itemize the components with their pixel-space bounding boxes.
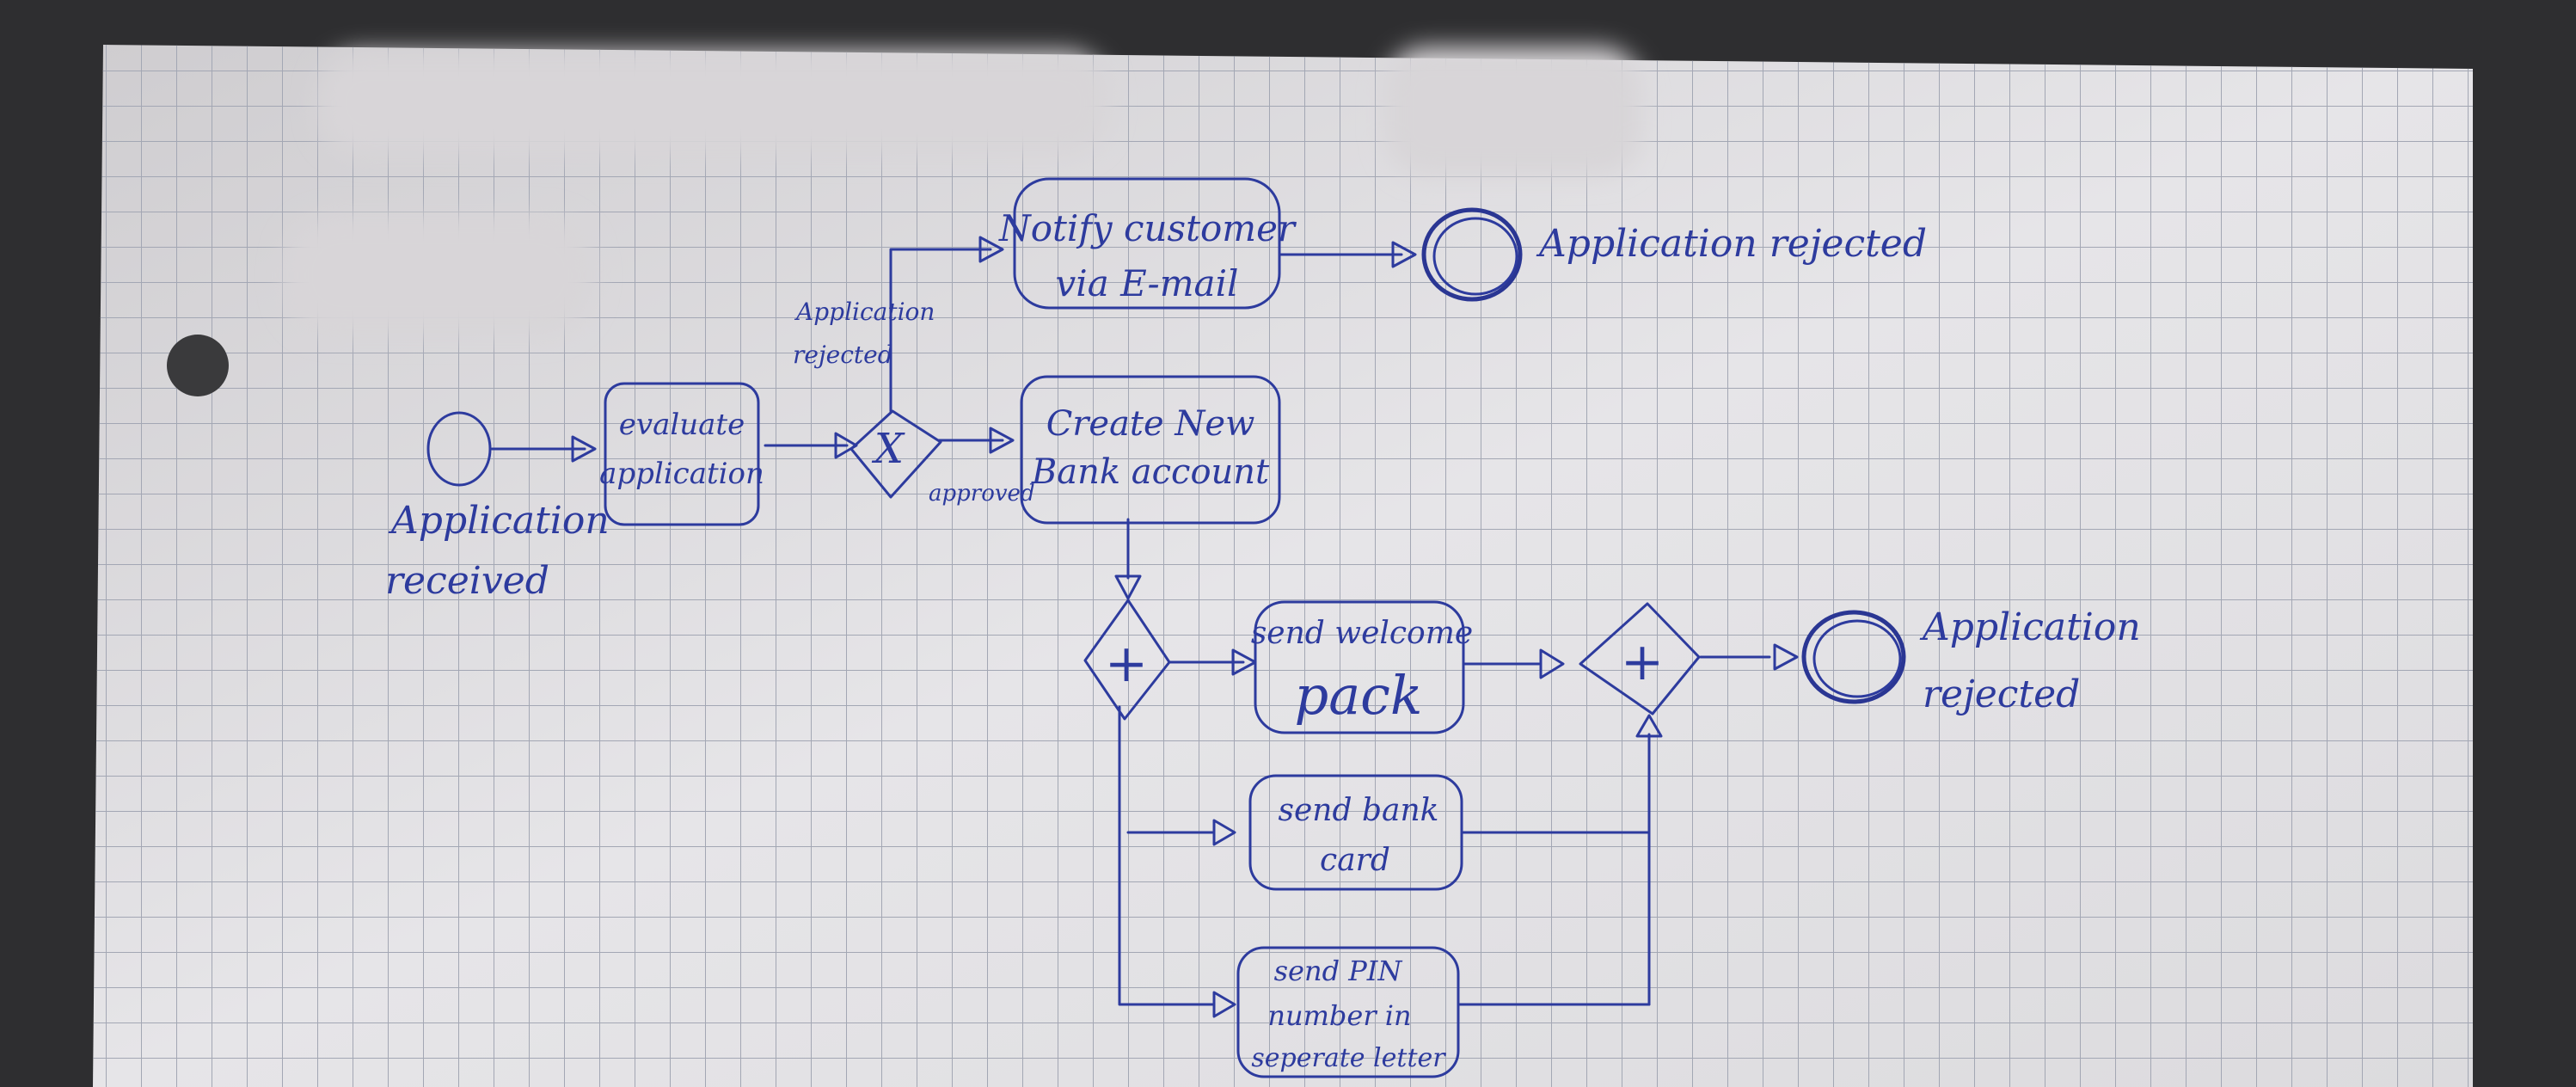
task-send-pin [1236,946,1460,1078]
task-notify-customer [1013,177,1281,310]
task-bank-card-line1: send bank [1279,793,1439,828]
flow-label-rejected-line1: Application [794,298,935,326]
task-create-bank-account [1020,375,1281,525]
task-send-bank-card [1248,774,1463,891]
start-event-label-line2: received [385,559,549,603]
and-split-gateway [1083,599,1171,721]
task-evaluate-application [604,382,760,526]
and-join-gateway [1579,602,1701,715]
end-event-bottom-label-line1: Application [1919,605,2141,649]
task-pin-line3: seperate letter [1251,1043,1446,1073]
task-pin-line1: send PIN [1274,955,1403,987]
end-event-rejected-top [1421,207,1523,302]
sequence-flows [490,236,1799,1018]
grid-lines [93,45,2473,1087]
task-welcome-line2: pack [1295,664,1423,727]
flow-label-approved: approved [929,481,1035,507]
xor-gateway [849,409,942,499]
task-bank-card-line2: card [1320,843,1390,878]
task-notify-line1: Notify customer [998,207,1297,249]
and-join-symbol: + [1621,632,1664,692]
end-event-bottom-label-line2: rejected [1923,672,2080,716]
end-event-rejected-bottom [1801,610,1906,704]
and-split-symbol: + [1105,634,1148,694]
task-evaluate-line1: evaluate [619,408,745,442]
redaction-top-left [318,52,1109,155]
task-create-line1: Create New [1046,404,1255,444]
redaction-top-right [1384,47,1642,176]
task-evaluate-line2: application [599,457,764,491]
end-event-top-label: Application rejected [1536,222,1927,266]
start-event [426,411,492,487]
redaction-left [284,215,593,335]
task-send-welcome-pack [1254,600,1465,734]
flow-label-rejected-line2: rejected [793,341,893,369]
punch-hole [167,335,229,396]
task-notify-line2: via E-mail [1056,262,1239,304]
task-pin-line2: number in [1267,999,1411,1032]
start-event-label-line1: Application [388,499,610,543]
xor-gateway-symbol: X [871,425,905,473]
task-welcome-line1: send welcome [1251,616,1473,651]
task-create-line2: Bank account [1031,452,1270,492]
